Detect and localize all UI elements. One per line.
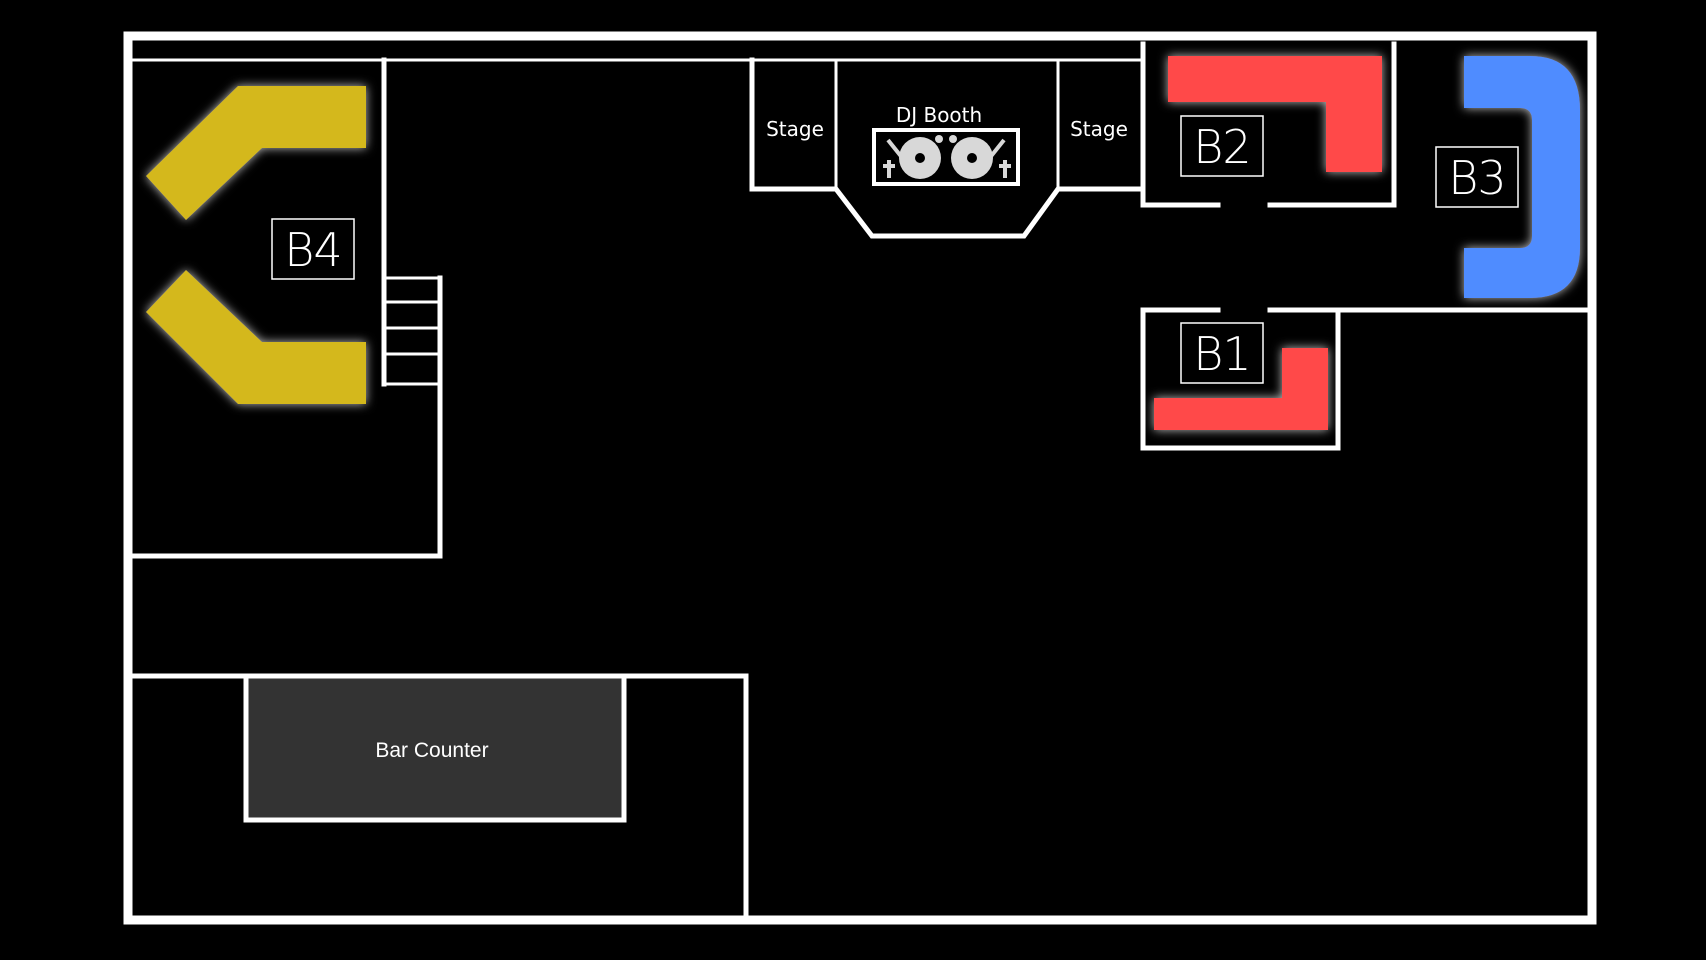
bar-counter[interactable]: Bar Counter (243, 673, 627, 823)
b3-seat[interactable] (1464, 56, 1580, 298)
booth-label-b3[interactable]: B3 (1435, 146, 1519, 208)
b2-room-wall-right (1267, 41, 1397, 208)
booth-b2-seating[interactable] (1168, 56, 1382, 172)
stage-left-label: Stage (766, 117, 824, 141)
booth-label-b4[interactable]: B4 (271, 218, 355, 280)
outer-wall (123, 31, 1597, 925)
b1-room-wall (1140, 307, 1341, 451)
stairs (382, 276, 442, 386)
booth-label-b2[interactable]: B2 (1180, 115, 1264, 177)
turntables-icon[interactable] (872, 128, 1020, 186)
booth-b4-seating[interactable] (146, 86, 366, 404)
booth-id-b3: B3 (1448, 151, 1505, 205)
booth-b1-seating[interactable] (1154, 348, 1328, 430)
b2-room-wall (1140, 41, 1221, 208)
walls (123, 31, 1597, 925)
booth-label-b1[interactable]: B1 (1180, 322, 1264, 384)
stage-right-label: Stage (1070, 117, 1128, 141)
stage-wall (749, 57, 1146, 239)
booth-id-b1: B1 (1193, 327, 1250, 381)
bar-counter-label: Bar Counter (375, 739, 488, 762)
b4-seat-upper[interactable] (146, 86, 366, 220)
booth-id-b4: B4 (284, 223, 341, 277)
b2-seat[interactable] (1168, 56, 1382, 172)
b4-seat-lower[interactable] (146, 270, 366, 404)
dj-booth-label: DJ Booth (896, 103, 982, 127)
booth-b3-seating[interactable] (1464, 56, 1580, 298)
b1-seat[interactable] (1154, 348, 1328, 430)
booth-id-b2: B2 (1193, 120, 1250, 174)
